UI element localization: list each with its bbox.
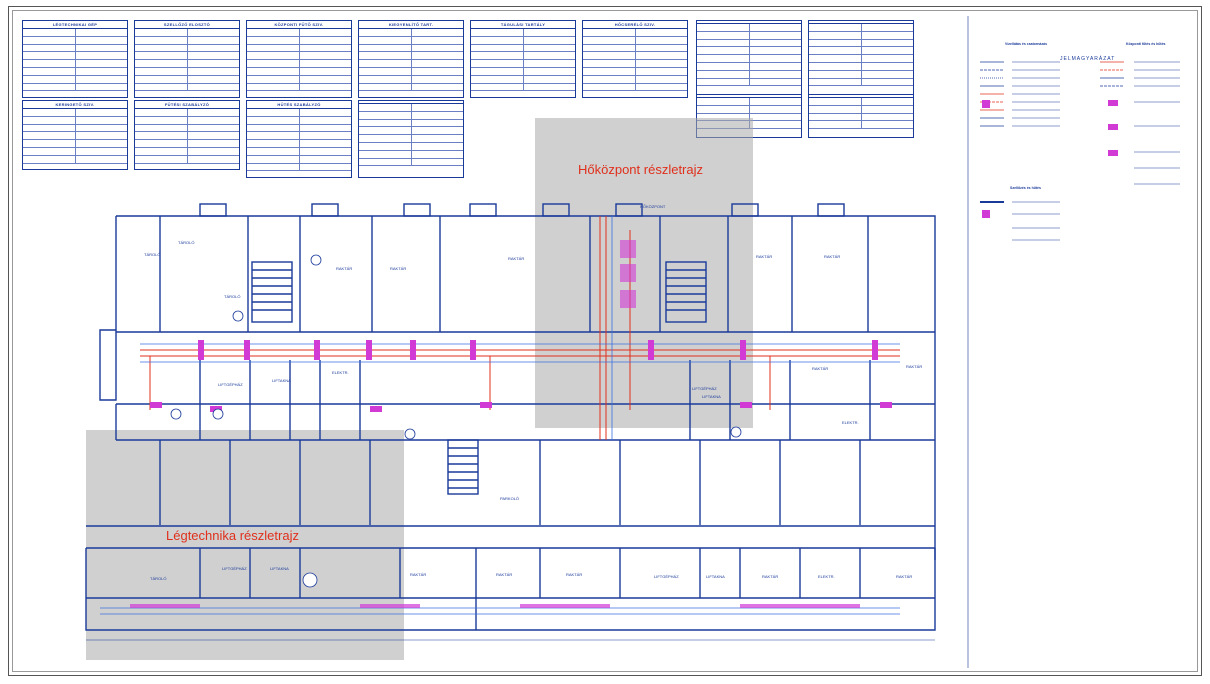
room-label: RAKTÁR [566, 572, 582, 577]
room-label: RAKTÁR [410, 572, 426, 577]
spec-title [809, 21, 913, 24]
room-label: LIFTAKNA [270, 566, 289, 571]
air-tech-detail-label: Légtechnika részletrajz [166, 528, 299, 543]
spec-table-3: KÖZPONTI FŰTŐ SZIV. [246, 20, 352, 98]
room-label: LIFTGÉPHÁZ [222, 566, 247, 571]
spec-title [809, 95, 913, 98]
room-label: LIFTGÉPHÁZ [218, 382, 243, 387]
room-label: RAKTÁR [390, 266, 406, 271]
room-label: RAKTÁR [824, 254, 840, 259]
spec-title: KERINGETŐ SZIV. [23, 101, 127, 109]
spec-table-9: HŰTÉS SZABÁLYZÓ [246, 100, 352, 178]
drawing-inner-frame [12, 10, 1198, 672]
room-label: LIFTAKNA [706, 574, 725, 579]
heat-center-highlight [535, 118, 753, 428]
spec-title: HŰTÉS SZABÁLYZÓ [247, 101, 351, 109]
spec-table-8: FŰTÉSI SZABÁLYZÓ [134, 100, 240, 170]
room-label: HŐKÖZPONT [640, 204, 666, 209]
legend-title: JELMAGYARÁZAT [1060, 56, 1116, 62]
spec-table-5: TÁGULÁSI TARTÁLY [470, 20, 576, 98]
spec-title: SZELLŐZŐ ELOSZTÓ [135, 21, 239, 29]
heat-center-detail-label: Hőközpont részletrajz [578, 162, 703, 177]
room-label: RAKTÁR [496, 572, 512, 577]
spec-table-6: HŐCSERÉLŐ SZIV. [582, 20, 688, 98]
spec-title: KÖZPONTI FŰTŐ SZIV. [247, 21, 351, 29]
spec-table-11 [696, 20, 802, 96]
room-label: LIFTGÉPHÁZ [654, 574, 679, 579]
spec-title: TÁGULÁSI TARTÁLY [471, 21, 575, 29]
room-label: RAKTÁR [906, 364, 922, 369]
spec-table-14 [808, 94, 914, 138]
spec-table-2: SZELLŐZŐ ELOSZTÓ [134, 20, 240, 98]
room-label: RAKTÁR [336, 266, 352, 271]
room-label: RAKTÁR [896, 574, 912, 579]
spec-table-12 [808, 20, 914, 96]
spec-table-1: LÉGTECHNIKAI GÉP [22, 20, 128, 98]
room-label: LIFTAKNA [272, 378, 291, 383]
spec-title [697, 21, 801, 24]
spec-title: HŐCSERÉLŐ SZIV. [583, 21, 687, 29]
room-label: PARKOLÓ [500, 496, 519, 501]
room-label: RAKTÁR [508, 256, 524, 261]
room-label: ELEKTR. [842, 420, 859, 425]
spec-title [697, 95, 801, 98]
spec-table-10 [358, 100, 464, 178]
room-label: TÁROLÓ [178, 240, 194, 245]
room-label: RAKTÁR [762, 574, 778, 579]
spec-table-7: KERINGETŐ SZIV. [22, 100, 128, 170]
room-label: TÁROLÓ [144, 252, 160, 257]
spec-title: LÉGTECHNIKAI GÉP [23, 21, 127, 29]
spec-title: FŰTÉSI SZABÁLYZÓ [135, 101, 239, 109]
room-label: RAKTÁR [756, 254, 772, 259]
room-label: LIFTAKNA [702, 394, 721, 399]
room-label: RAKTÁR [812, 366, 828, 371]
room-label: TÁROLÓ [150, 576, 166, 581]
room-label: ELEKTR. [818, 574, 835, 579]
spec-title [359, 101, 463, 104]
room-label: ELEKTR. [332, 370, 349, 375]
legend-section-ventilation: Szellőzés és hűtés [1010, 186, 1041, 190]
spec-table-4: KIEGYENLÍTŐ TART. [358, 20, 464, 98]
room-label: TÁROLÓ [224, 294, 240, 299]
air-tech-highlight [86, 430, 404, 660]
spec-title: KIEGYENLÍTŐ TART. [359, 21, 463, 29]
room-label: LIFTGÉPHÁZ [692, 386, 717, 391]
legend-section-heating: Központi fűtés és hűtés [1126, 42, 1166, 46]
legend-section-water: Vízellátás és csatornázás [1005, 42, 1048, 46]
